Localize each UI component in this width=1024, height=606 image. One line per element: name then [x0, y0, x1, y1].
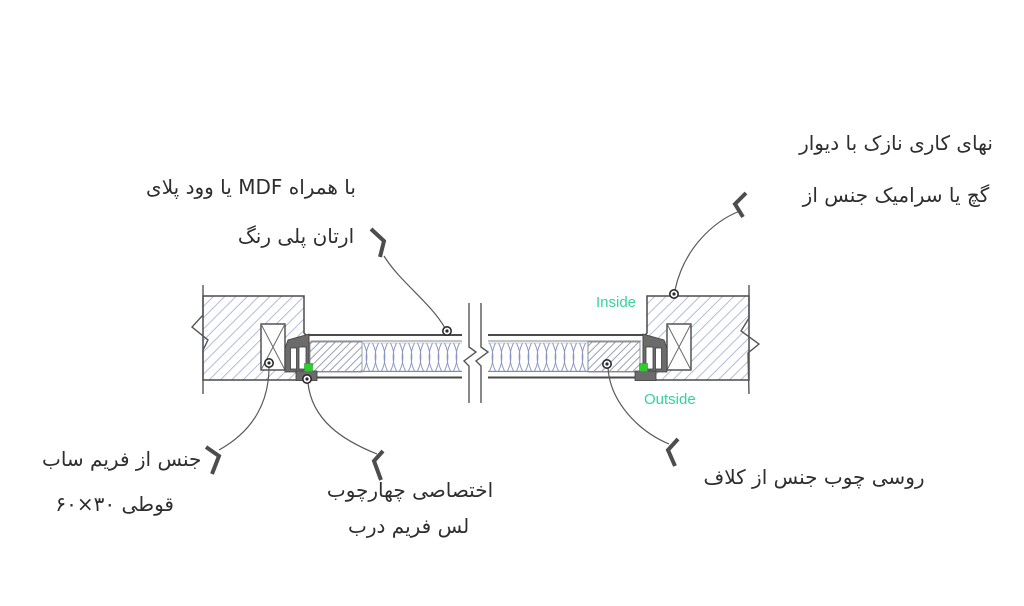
dot-subframe-icon [263, 357, 274, 368]
label-plywood-line1: پلای وود یا MDF همراه با [146, 175, 356, 199]
arrowhead-wall-icon [732, 191, 748, 219]
leader-lines [218, 210, 741, 455]
label-subframe-line1: ساب فریم از جنس [42, 447, 202, 471]
label-door-frame-line1: چهارچوب اختصاصی [326, 478, 494, 502]
right-frame-sill [634, 370, 657, 381]
panel-wood-frame-left [309, 341, 363, 373]
inside-label: Inside [596, 294, 637, 311]
label-subframe-line2: قوطی ۳۰×۶۰ [55, 492, 174, 516]
label-wall-finish-line1: دیوار با نازک کاری نهای [799, 131, 993, 155]
dot-panel-top-icon [441, 325, 452, 336]
dot-wood-frame-icon [601, 358, 612, 369]
arrowhead-woodframe-icon [665, 437, 680, 467]
left-door-frame-profile [284, 333, 318, 381]
dot-frame-sill-icon [301, 373, 312, 384]
label-wood-frame: کلاف از جنس چوب روسی [703, 465, 925, 489]
leader-arrowheads [204, 191, 748, 481]
arrowhead-doorframe-icon [371, 449, 385, 481]
panel-break-icon [462, 301, 490, 405]
label-door-frame-line2: درب فریم لس [348, 514, 470, 538]
label-plywood-line2: رنگ پلی ارتان [237, 224, 355, 248]
panel-wood-frame-right [587, 341, 641, 373]
arrowhead-paint-icon [369, 227, 387, 258]
label-wall-finish-line2: از جنس سرامیک یا گچ [802, 183, 990, 207]
right-wall-break-icon [740, 285, 761, 395]
reference-dots [263, 288, 679, 384]
arrowhead-subframe-icon [204, 445, 222, 475]
right-gasket-seal [639, 363, 648, 372]
right-subframe-blocking [666, 323, 692, 371]
outside-label: Outside [644, 391, 696, 408]
left-wall-break-icon [190, 285, 209, 394]
right-door-frame-profile [634, 333, 668, 381]
left-gasket-seal [304, 363, 313, 372]
dot-wall-top-icon [668, 288, 679, 299]
